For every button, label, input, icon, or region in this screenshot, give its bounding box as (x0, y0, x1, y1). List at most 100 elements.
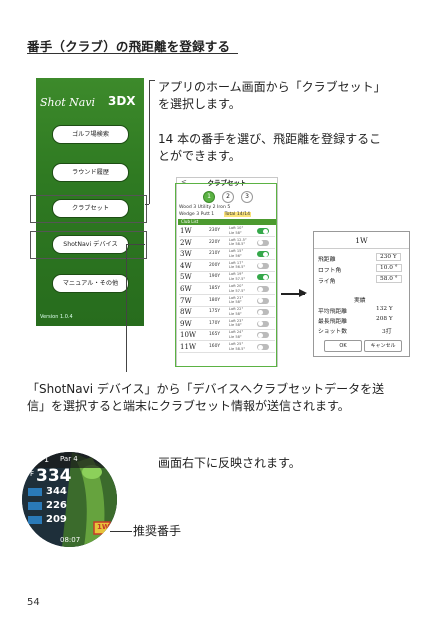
description-reflected: 画面右下に反映されます。 (158, 456, 301, 470)
club-distance: 175Y (209, 309, 221, 315)
dialog-record-title: 実績 (354, 298, 366, 304)
club-set-tab-1[interactable]: 1 (203, 191, 215, 203)
watch-yard-2: 226 (46, 500, 67, 511)
club-toggle[interactable] (257, 286, 269, 292)
page-title: 番手（クラブ）の飛距離を登録する (27, 39, 231, 54)
dialog-shots-label: ショット数 (318, 329, 347, 335)
club-distance: 200Y (209, 262, 221, 268)
club-toggle[interactable] (257, 239, 269, 246)
club-angles: Loft 23°Lie 58° (229, 318, 244, 328)
watch-hole: 1 (44, 455, 50, 464)
dialog-title: 1W (355, 236, 368, 245)
club-count-summary: Wood 3 Utility 2 Iron 5 Wedge 3 Putt 1 T… (179, 205, 252, 217)
description-open-club-set: アプリのホーム画面から「クラブセット」 を選択します。 (158, 80, 386, 111)
club-name: 10W (180, 331, 197, 340)
club-name: 2W (180, 238, 192, 247)
club-toggle[interactable] (257, 320, 269, 327)
club-distance: 160Y (209, 344, 221, 349)
recommended-callout-line (110, 531, 132, 532)
title-underline (27, 53, 238, 54)
club-angles: Loft 21°Lie 58° (229, 295, 244, 305)
dialog-distance-input[interactable]: 230 Y (376, 253, 401, 261)
club-angles: Loft 25°Lie 58.5° (229, 342, 246, 351)
cancel-button[interactable]: キャンセル (364, 340, 402, 352)
back-icon[interactable]: < (181, 178, 187, 186)
club-name: 4W (180, 261, 192, 270)
home-brand-logo: Shot Navi (40, 96, 96, 109)
club-distance: 190Y (209, 274, 221, 280)
club-row[interactable]: 4W 200Y Loft 17°Lie 56.5° (179, 261, 275, 272)
club-name: 8W (180, 308, 192, 317)
dialog-max-label: 最長飛距離 (318, 319, 347, 325)
club-list-header: Club List (178, 219, 276, 225)
home-button-club-set[interactable]: クラブセット (52, 199, 129, 218)
club-toggle[interactable] (257, 309, 269, 316)
watch-front-label: F (30, 470, 35, 478)
watch-time: 08:07 (60, 536, 81, 544)
dialog-lie-label: ライ角 (318, 279, 336, 285)
club-name: 9W (180, 319, 192, 328)
dialog-loft-label: ロフト角 (318, 268, 342, 274)
club-set-tab-3[interactable]: 3 (241, 191, 253, 203)
club-angles: Loft 10°Lie 58° (229, 226, 244, 235)
club-name: 6W (180, 285, 192, 293)
club-name: 5W (180, 273, 192, 282)
callout-line-1 (149, 80, 150, 204)
club-toggle[interactable] (257, 274, 269, 281)
callout-top-hook (149, 80, 155, 81)
dialog-loft-input[interactable]: 10.0 ° (376, 264, 402, 272)
watch-recommended-club: 1W (97, 523, 110, 531)
club-distance: 220Y (209, 239, 221, 245)
club-row[interactable]: 5W 190Y Loft 19°Lie 57.5° (179, 272, 275, 284)
club-toggle[interactable] (257, 297, 269, 304)
club-row[interactable]: 2W 220Y Loft 12.5°Lie 58.5° (179, 238, 275, 249)
highlight-club-set (30, 195, 147, 223)
club-toggle[interactable] (257, 262, 269, 269)
dialog-max-value: 208 Y (376, 316, 393, 322)
dialog-avg-value: 132 Y (376, 306, 393, 312)
club-toggle[interactable] (257, 344, 269, 350)
home-model-logo: 3DX (108, 94, 136, 108)
club-angles: Loft 19°Lie 57.5° (229, 272, 246, 281)
home-version: Version 1.0.4 (40, 314, 73, 320)
callout-hook-2 (126, 244, 145, 245)
club-total-badge: Total 14/14 (223, 212, 252, 217)
club-angles: Loft 12.5°Lie 58.5° (229, 237, 247, 247)
club-angles: Loft 24°Lie 58° (229, 330, 244, 339)
club-toggle[interactable] (257, 251, 269, 258)
dialog-divider (314, 248, 409, 249)
callout-hook-1 (145, 204, 149, 205)
club-toggle[interactable] (257, 228, 269, 234)
watch-screen: 1 Par 4 F 334 344 226 209 1W 08:07 (22, 452, 117, 547)
watch-course-map (22, 452, 117, 547)
dialog-lie-input[interactable]: 58.0 ° (376, 275, 402, 283)
description-register-distance: 14 本の番手を選び、飛距離を登録するこ とができます。 (158, 132, 382, 163)
dialog-distance-label: 飛距離 (318, 257, 336, 263)
dialog-avg-label: 平均飛距離 (318, 309, 347, 315)
page-number: 54 (27, 597, 40, 608)
right-arrow-icon (281, 290, 307, 296)
watch-par: Par 4 (60, 455, 78, 463)
club-name: 1W (180, 227, 192, 235)
club-distance: 180Y (209, 297, 221, 303)
home-button-manual[interactable]: マニュアル・その他 (52, 274, 129, 293)
club-distance: 185Y (209, 286, 221, 291)
ok-button[interactable]: OK (324, 340, 362, 352)
home-button-round-history[interactable]: ラウンド履歴 (52, 163, 129, 182)
club-toggle[interactable] (257, 332, 269, 339)
club-set-tab-2[interactable]: 2 (222, 191, 234, 203)
watch-big-distance: 334 (36, 466, 72, 486)
club-angles: Loft 15°Lie 56° (229, 249, 244, 258)
club-distance: 210Y (209, 251, 221, 257)
home-button-course-search[interactable]: ゴルフ場検索 (52, 125, 129, 144)
club-angles: Loft 17°Lie 56.5° (229, 260, 246, 270)
highlight-shotnavi-device (30, 231, 147, 259)
